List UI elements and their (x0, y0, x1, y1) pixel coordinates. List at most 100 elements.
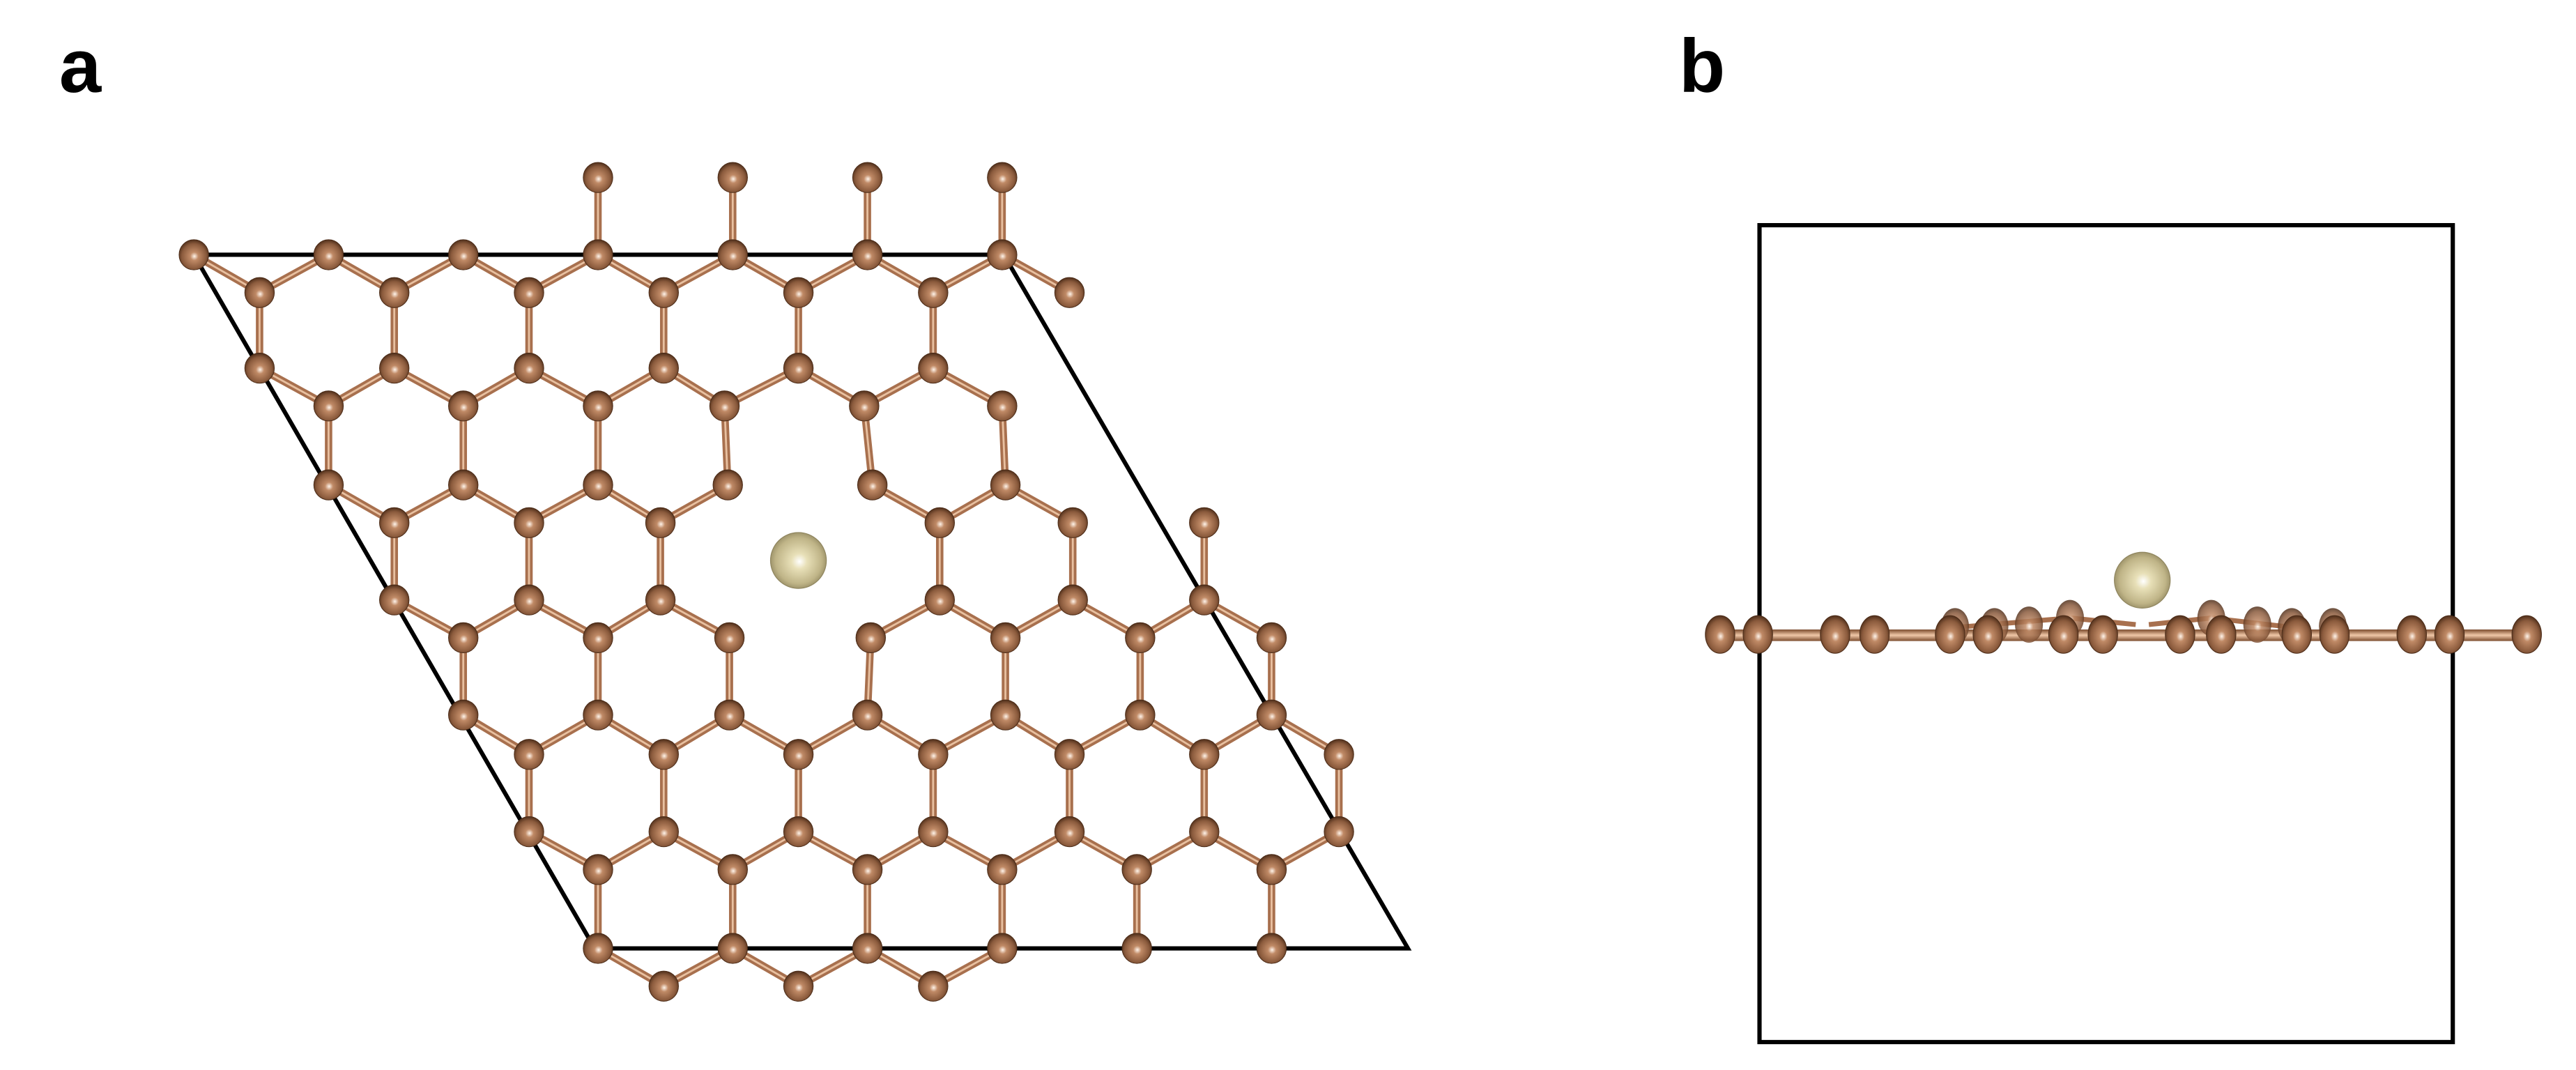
carbon-atom (709, 390, 740, 422)
carbon-atom (448, 469, 479, 500)
carbon-atom (583, 622, 613, 653)
carbon-atom (583, 469, 613, 500)
carbon-atom (313, 239, 344, 270)
carbon-atom (583, 854, 613, 885)
carbon-atom (1935, 615, 1965, 654)
carbon-atom (2319, 615, 2350, 654)
carbon-atom (1189, 816, 1220, 848)
carbon-atom (1121, 854, 1152, 885)
carbon-atom (714, 699, 745, 731)
carbon-atom (648, 739, 679, 770)
carbon-atom (987, 162, 1018, 193)
carbon-atom (514, 739, 544, 770)
panel-a-dopant-atom (769, 532, 827, 589)
carbon-atom (583, 239, 613, 270)
carbon-atom (514, 507, 544, 538)
carbon-atom (1324, 816, 1354, 848)
carbon-atom-back (2243, 606, 2271, 643)
carbon-atom (448, 699, 479, 731)
carbon-atom (717, 239, 748, 270)
panel-b: b (1679, 24, 2542, 1044)
carbon-atom (717, 162, 748, 193)
carbon-atom (648, 816, 679, 848)
carbon-atom (2434, 615, 2465, 654)
carbon-atom (379, 353, 410, 384)
carbon-atom (918, 970, 949, 1002)
carbon-atom (1125, 622, 1156, 653)
carbon-atom (2165, 615, 2195, 654)
carbon-atom (990, 469, 1021, 500)
carbon-atom (1125, 699, 1156, 731)
carbon-atom (1256, 699, 1287, 731)
carbon-atom (852, 699, 883, 731)
carbon-atom (514, 584, 544, 616)
carbon-atom (514, 353, 544, 384)
carbon-atom (852, 854, 883, 885)
panel-a: a (59, 24, 1412, 1002)
carbon-atom (987, 390, 1018, 422)
panel-b-carbon-atoms (1705, 615, 2542, 654)
carbon-atom (924, 584, 955, 616)
carbon-atom (448, 622, 479, 653)
carbon-atom (1054, 739, 1085, 770)
carbon-atom (2281, 615, 2312, 654)
carbon-atom (1054, 816, 1085, 848)
carbon-atom (918, 739, 949, 770)
carbon-atom (918, 277, 949, 308)
carbon-atom (990, 622, 1021, 653)
carbon-atom (714, 622, 745, 653)
carbon-atom (2087, 615, 2118, 654)
carbon-atom (2396, 615, 2427, 654)
carbon-atom (583, 933, 613, 964)
carbon-atom (379, 507, 410, 538)
carbon-atom (1820, 615, 1850, 654)
bond (1949, 616, 2071, 631)
carbon-atom (1705, 615, 1735, 654)
carbon-atom (178, 239, 209, 270)
carbon-atom (1057, 507, 1088, 538)
carbon-atom (1189, 584, 1220, 616)
carbon-atom (987, 239, 1018, 270)
carbon-atom (1057, 584, 1088, 616)
carbon-atom (313, 469, 344, 500)
carbon-atom (852, 162, 883, 193)
panel-a-carbon-atoms (178, 162, 1354, 1002)
carbon-atom (1256, 854, 1287, 885)
carbon-atom (783, 970, 814, 1002)
panel-b-unit-cell (1757, 222, 2455, 1044)
carbon-atom (2048, 615, 2079, 654)
carbon-atom (857, 469, 888, 500)
carbon-atom (783, 816, 814, 848)
carbon-atom (1972, 615, 2003, 654)
carbon-atom (783, 277, 814, 308)
carbon-atom (717, 854, 748, 885)
carbon-atom (987, 854, 1018, 885)
carbon-atom (783, 739, 814, 770)
carbon-atom (1256, 622, 1287, 653)
carbon-atom (244, 277, 275, 308)
carbon-atom (514, 816, 544, 848)
carbon-atom (918, 353, 949, 384)
carbon-atom (645, 584, 676, 616)
carbon-atom (987, 933, 1018, 964)
carbon-atom (645, 507, 676, 538)
panel-a-label: a (59, 24, 102, 108)
carbon-atom (1054, 277, 1085, 308)
carbon-atom (2206, 615, 2237, 654)
carbon-atom (1256, 933, 1287, 964)
carbon-atom (583, 390, 613, 422)
carbon-atom (379, 584, 410, 616)
carbon-atom (1324, 739, 1354, 770)
carbon-atom (924, 507, 955, 538)
carbon-atom (852, 933, 883, 964)
carbon-atom (313, 390, 344, 422)
carbon-atom (712, 469, 743, 500)
panel-a-bonds (190, 174, 1343, 991)
carbon-atom (855, 622, 886, 653)
carbon-atom (2511, 615, 2542, 654)
carbon-atom (583, 162, 613, 193)
carbon-atom (1121, 933, 1152, 964)
carbon-atom (583, 699, 613, 731)
carbon-atom (648, 277, 679, 308)
